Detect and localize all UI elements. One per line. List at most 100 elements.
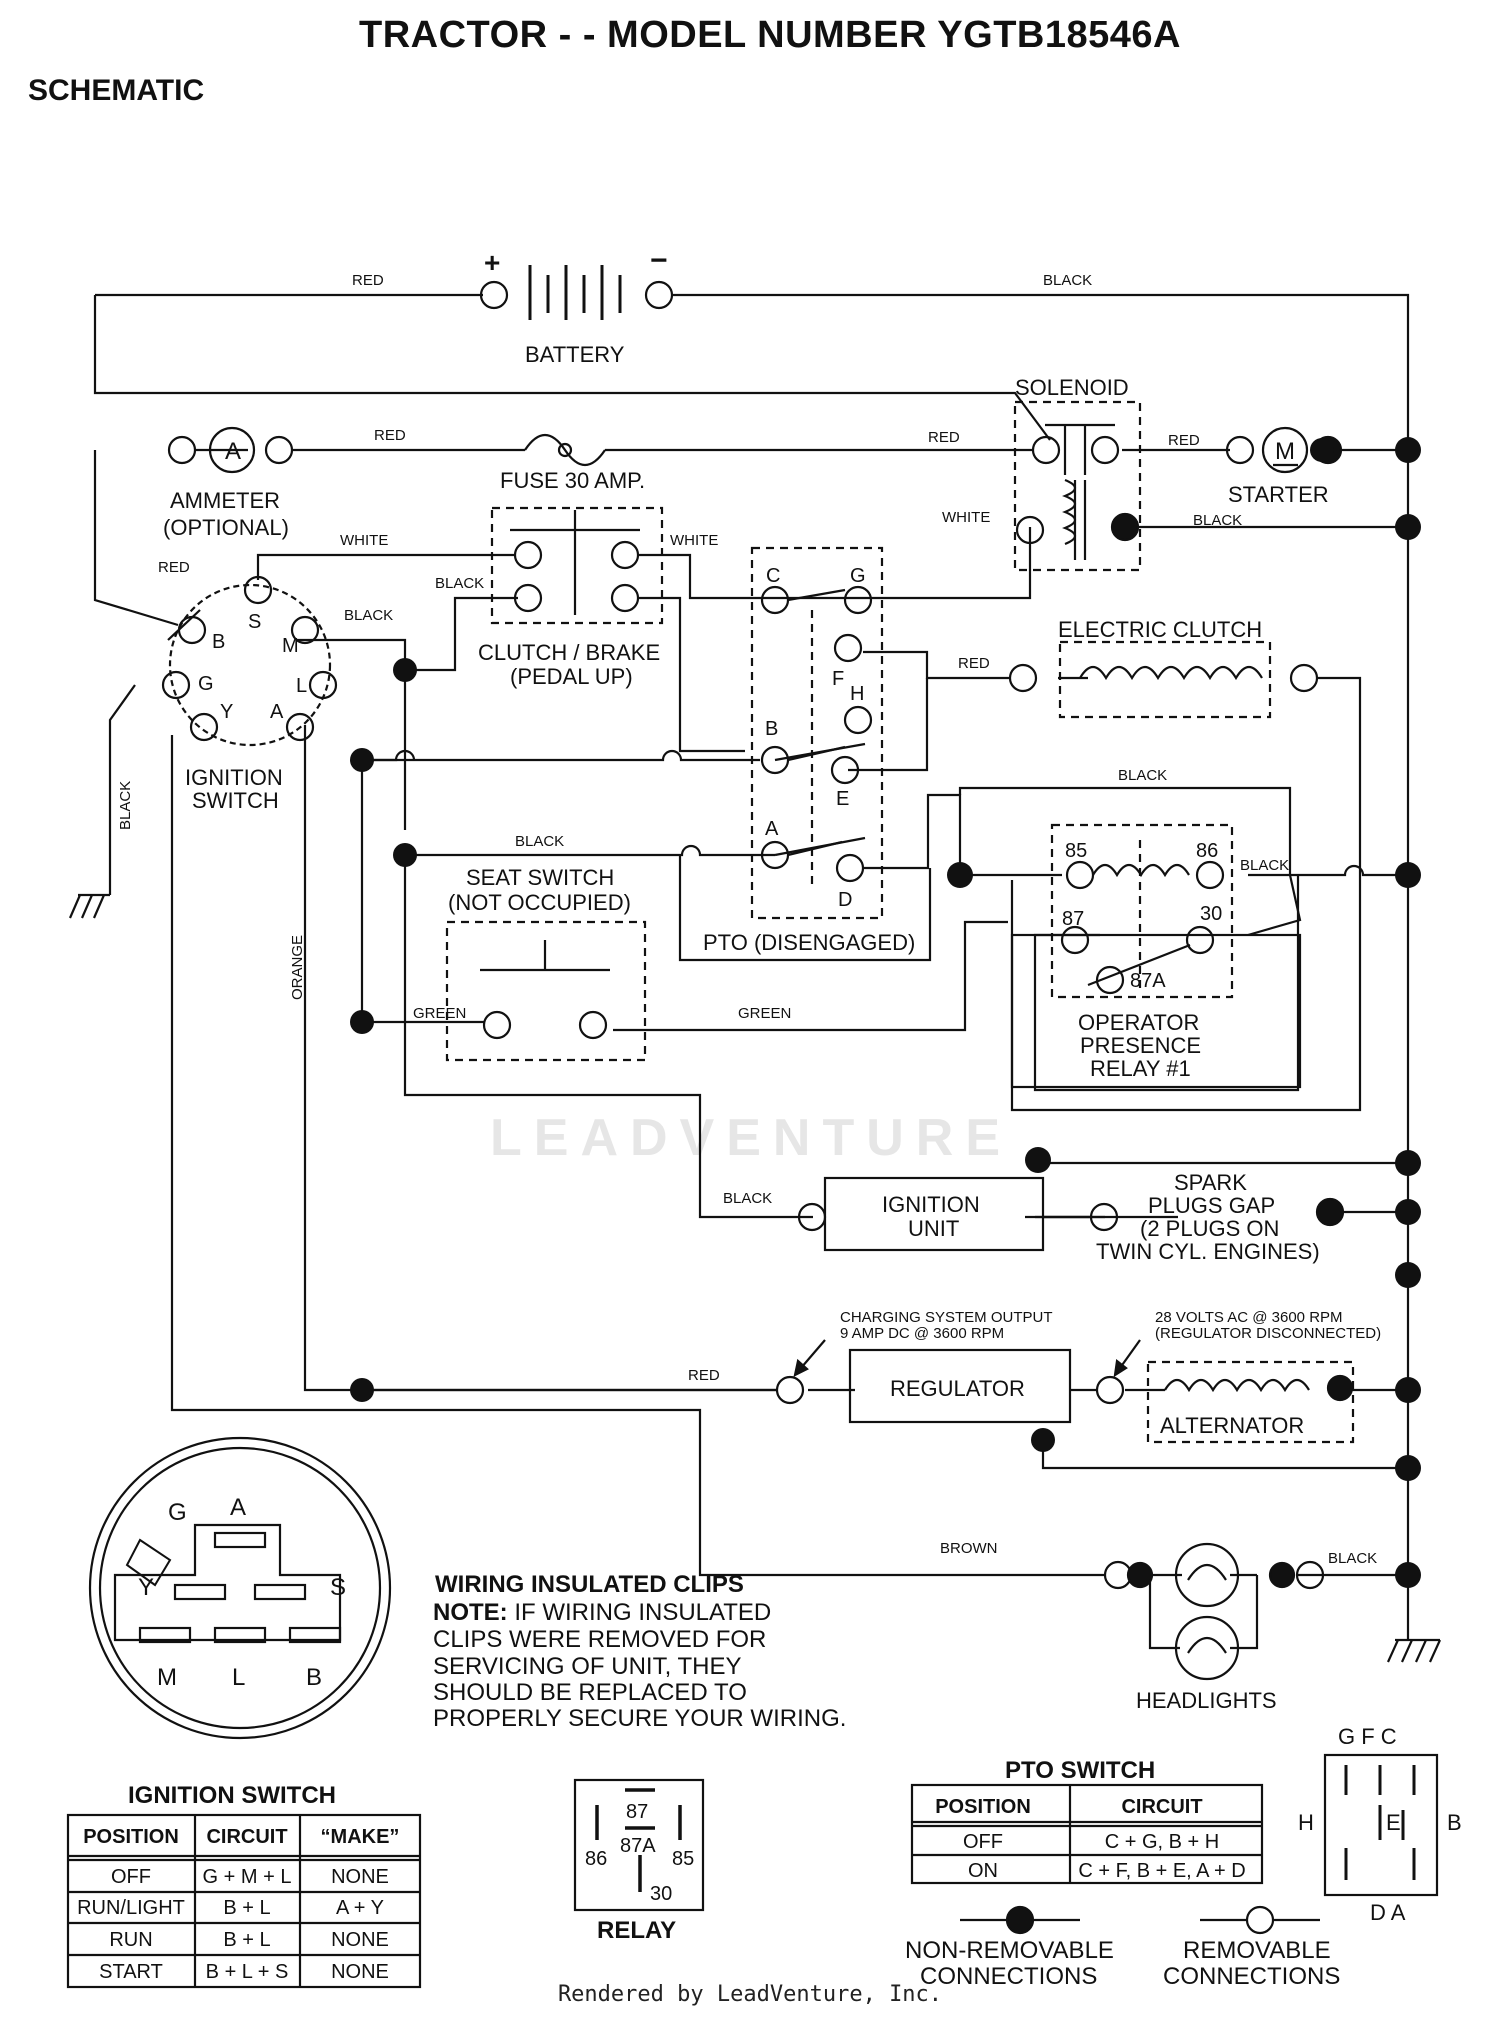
alternator-voltage-label: 28 VOLTS AC @ 3600 RPM [1155, 1309, 1343, 1326]
ignition-unit-label: IGNITION [882, 1192, 980, 1217]
relay-pin-30: 30 [650, 1883, 672, 1905]
operator-presence-relay: 85 86 87 30 87A OPERATOR PRESENCE RELAY … [1010, 823, 1302, 1089]
ignition-unit: IGNITION UNIT [797, 1176, 1119, 1252]
connections-legend: NON-REMOVABLE CONNECTIONS REMOVABLE CONN… [905, 1905, 1340, 1990]
spark-label-2: PLUGS GAP [1148, 1193, 1275, 1218]
regulator: REGULATOR CHARGING SYSTEM OUTPUT 9 AMP D… [775, 1309, 1125, 1424]
alternator-label: ALTERNATOR [1160, 1413, 1304, 1438]
wire-label-black-relay-top: BLACK [1118, 767, 1167, 784]
note-line-4: SHOULD BE REPLACED TO [433, 1679, 747, 1706]
wire-label-black-relay: BLACK [1240, 857, 1289, 874]
pto-pinout-diagram: G F C H E B D A [1298, 1724, 1462, 1925]
table-cell: RUN/LIGHT [77, 1897, 185, 1919]
wire-label-green-relay: GREEN [738, 1005, 791, 1022]
pto-terminal-d: D [838, 889, 852, 911]
wiring-note: WIRING INSULATED CLIPS NOTE: IF WIRING I… [433, 1571, 846, 1732]
ignition-table-header-circuit: CIRCUIT [206, 1826, 287, 1848]
ignition-table-title: IGNITION SWITCH [128, 1782, 336, 1809]
wire-label-black-headlights: BLACK [1328, 1550, 1377, 1567]
pto-table-title: PTO SWITCH [1005, 1757, 1155, 1784]
table-cell: ON [968, 1860, 998, 1882]
note-label: NOTE: [433, 1599, 508, 1626]
starter-label: STARTER [1228, 482, 1329, 507]
table-cell: RUN [109, 1929, 152, 1951]
relay-label-2: PRESENCE [1080, 1033, 1201, 1058]
wire-label-green-seat: GREEN [413, 1005, 466, 1022]
seat-switch-state-label: (NOT OCCUPIED) [448, 890, 631, 915]
pto-terminal-h: H [850, 683, 864, 705]
fuse: FUSE 30 AMP. [500, 433, 645, 493]
legend-removable-label: REMOVABLE [1183, 1937, 1331, 1964]
wire-label-red-battery: RED [352, 272, 384, 289]
connector-label-b: B [306, 1664, 322, 1691]
page-subtitle: SCHEMATIC [28, 74, 205, 107]
battery-minus-label: − [650, 244, 668, 277]
ammeter-optional-label: (OPTIONAL) [163, 515, 289, 540]
ammeter-symbol: A [225, 438, 241, 465]
connector-label-y: Y [138, 1574, 154, 1601]
legend-nonremovable-label-2: CONNECTIONS [920, 1963, 1097, 1990]
note-line-2: CLIPS WERE REMOVED FOR [433, 1626, 766, 1653]
alternator: ALTERNATOR 28 VOLTS AC @ 3600 RPM (REGUL… [1113, 1309, 1381, 1444]
electric-clutch: ELECTRIC CLUTCH [1008, 617, 1319, 719]
pto-terminal-a: A [765, 818, 779, 840]
note-line-1: IF WIRING INSULATED [508, 1599, 772, 1626]
pto-pinout-h: H [1298, 1810, 1314, 1835]
wire-label-white-ignition: WHITE [340, 532, 388, 549]
solenoid: SOLENOID [1013, 375, 1142, 572]
battery-positive-terminal [479, 280, 509, 310]
legend-nonremovable-label: NON-REMOVABLE [905, 1937, 1114, 1964]
starter-symbol: M [1275, 438, 1295, 465]
wire-label-black-solenoid: BLACK [1193, 512, 1242, 529]
ignition-table-header-position: POSITION [83, 1826, 179, 1848]
spark-label-4: TWIN CYL. ENGINES) [1096, 1239, 1320, 1264]
headlights-label: HEADLIGHTS [1136, 1688, 1277, 1713]
ignition-terminal-a: A [270, 701, 284, 723]
table-cell: START [99, 1961, 163, 1983]
spark-label-3: (2 PLUGS ON [1140, 1216, 1279, 1241]
wire-label-red-clutch: RED [958, 655, 990, 672]
seat-switch: SEAT SWITCH (NOT OCCUPIED) [445, 865, 647, 1062]
battery-plus-label: + [484, 247, 500, 278]
connector-label-m: M [157, 1664, 177, 1691]
footer-credit: Rendered by LeadVenture, Inc. [557, 1982, 943, 2007]
relay-terminal-87: 87 [1062, 908, 1084, 930]
relay-pin-87: 87 [626, 1801, 648, 1823]
battery-label: BATTERY [525, 342, 625, 367]
ignition-terminal-y: Y [220, 701, 233, 723]
wire-label-black-battery: BLACK [1043, 272, 1092, 289]
table-cell: NONE [331, 1866, 389, 1888]
connector-label-a: A [230, 1494, 246, 1521]
ignition-terminal-s-circle [243, 575, 273, 605]
relay-label-3: RELAY #1 [1090, 1056, 1191, 1081]
clutch-brake-pedal-label: (PEDAL UP) [510, 664, 633, 689]
table-cell: OFF [963, 1831, 1003, 1853]
ignition-terminal-m: M [282, 635, 299, 657]
pto-terminal-c: C [766, 565, 780, 587]
watermark: LEADVENTURE [490, 1109, 1013, 1167]
wire-label-black-clutch: BLACK [435, 575, 484, 592]
wire-label-red-solenoid: RED [928, 429, 960, 446]
wire-label-orange: ORANGE [289, 935, 306, 1000]
table-cell: A + Y [336, 1897, 384, 1919]
note-line-3: SERVICING OF UNIT, THEY [433, 1653, 742, 1680]
relay-pinout-diagram: 87 87A 86 85 30 RELAY [573, 1778, 705, 1944]
relay-terminal-30: 30 [1200, 903, 1222, 925]
pto-table-header-position: POSITION [935, 1796, 1031, 1818]
relay-pin-87a: 87A [620, 1835, 656, 1857]
charging-output-label: CHARGING SYSTEM OUTPUT [840, 1309, 1053, 1326]
battery: + − BATTERY [479, 244, 674, 367]
ignition-switch: B S M G L Y A IGNITION SWITCH [161, 575, 338, 813]
relay-terminal-86: 86 [1196, 840, 1218, 862]
pto-terminal-e: E [836, 788, 849, 810]
pto-pinout-top-labels: G F C [1338, 1724, 1397, 1749]
table-cell: B + L + S [206, 1961, 289, 1983]
wire-label-black-ground: BLACK [117, 781, 134, 830]
pto-pinout-bottom-labels: D A [1370, 1900, 1406, 1925]
table-cell: B + L [223, 1897, 270, 1919]
wire-label-red-ignition: RED [158, 559, 190, 576]
connector-label-g: G [168, 1499, 187, 1526]
seat-switch-label: SEAT SWITCH [466, 865, 614, 890]
pto-label: PTO (DISENGAGED) [703, 930, 915, 955]
